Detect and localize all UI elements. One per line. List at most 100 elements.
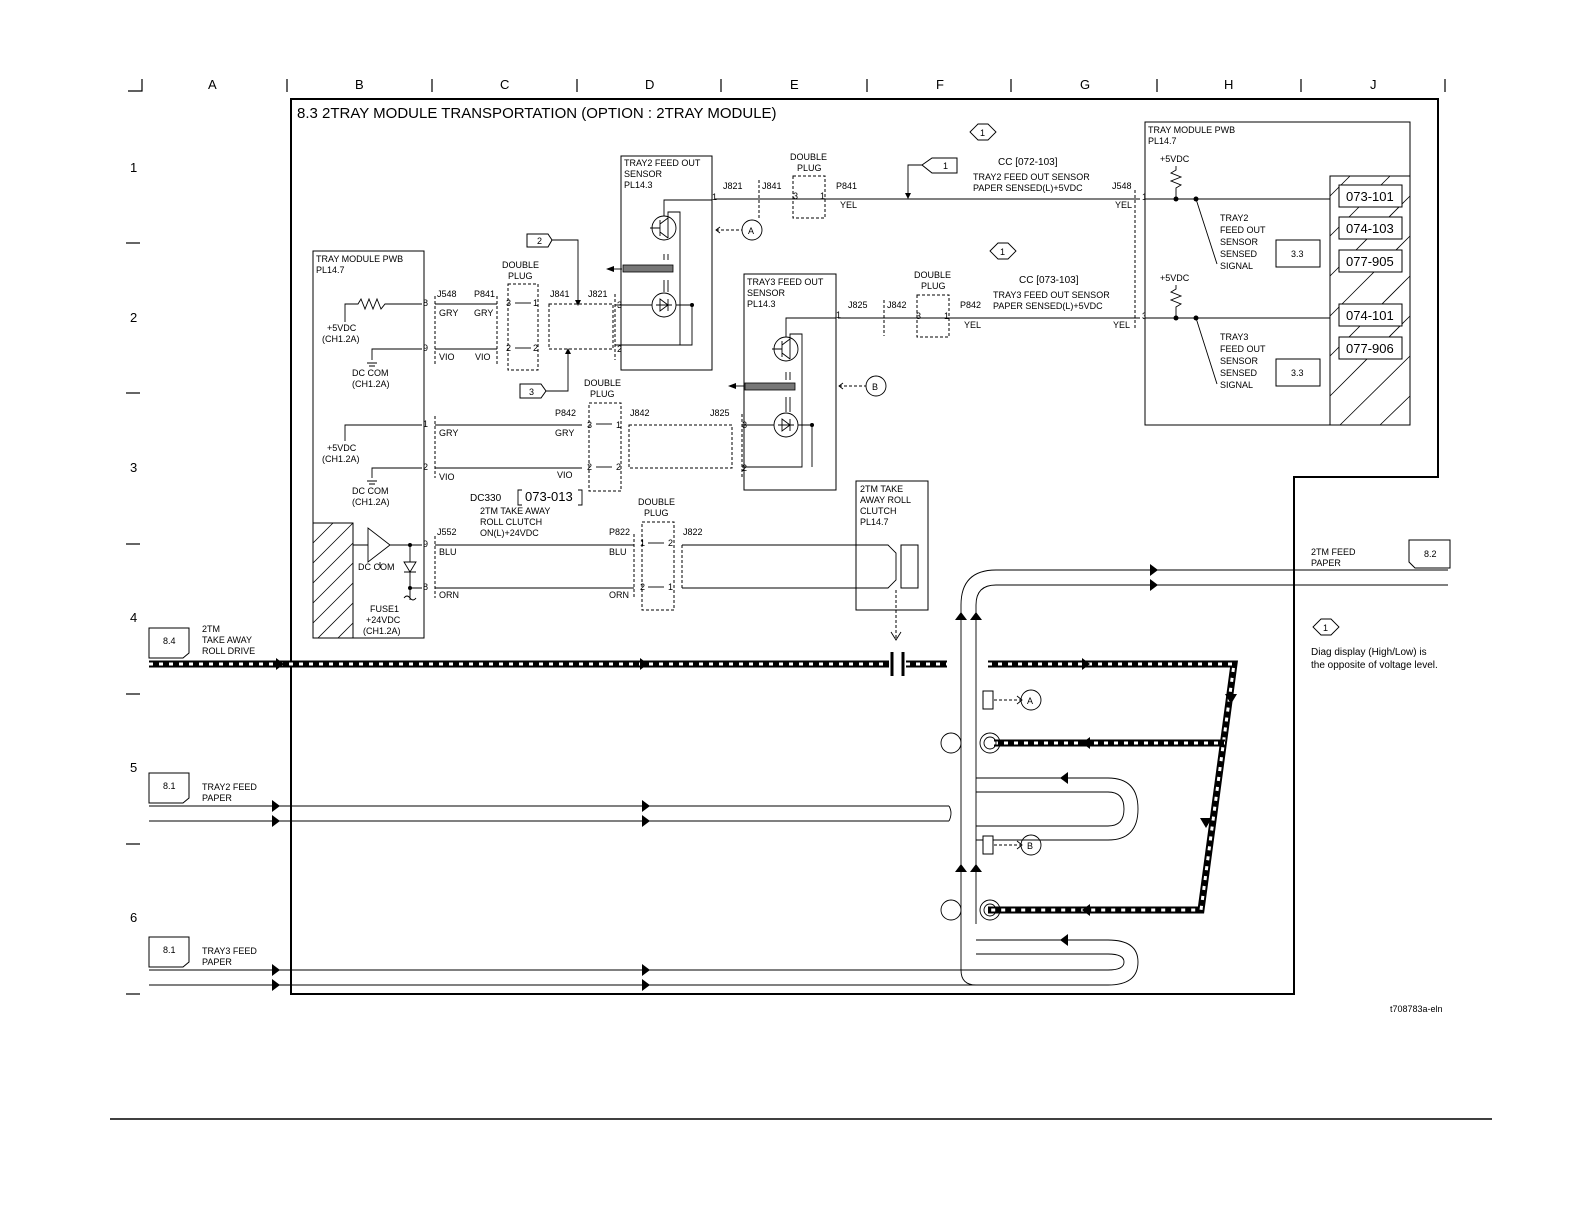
sig3-l1: TRAY3	[1220, 332, 1248, 342]
wire-vio-1: VIO	[439, 352, 455, 362]
left-fuse: FUSE1	[370, 604, 399, 614]
flag-2: 2	[537, 236, 542, 246]
pin-8b: 8	[423, 582, 428, 592]
pin-dp4-1: 1	[944, 311, 949, 321]
wire-vio-4: VIO	[557, 470, 573, 480]
pin-dp2-3: 3	[793, 191, 798, 201]
pin-dp3-2a: 2	[587, 462, 592, 472]
code-5: 077-906	[1346, 341, 1394, 356]
pin-dp5-2b: 2	[640, 582, 645, 592]
sig2-l5: SIGNAL	[1220, 261, 1253, 271]
module-frame	[290, 98, 1439, 995]
cc2-marker: 1	[1000, 247, 1005, 257]
left-dccom-a-ch: (CH1.2A)	[352, 379, 390, 389]
cc1-flag: 1	[943, 161, 948, 171]
pin-dp4-3: 3	[916, 311, 921, 321]
conn-j822: J822	[683, 527, 703, 537]
conn-p822: P822	[609, 527, 630, 537]
tray2feed-l2: PAPER	[202, 793, 232, 803]
tray2-sensor-l2: SENSOR	[624, 169, 663, 179]
page-title: 8.3 2TRAY MODULE TRANSPORTATION (OPTION …	[297, 105, 777, 122]
conn-j825-b: J825	[848, 300, 868, 310]
grid-row-2: 2	[130, 310, 137, 325]
ref-81a: 8.1	[163, 781, 176, 791]
diag-marker: 1	[1323, 623, 1328, 633]
wire-gry-2: GRY	[474, 308, 493, 318]
wire-gry-4: GRY	[555, 428, 574, 438]
left-ch-b: (CH1.2A)	[322, 454, 360, 464]
dp5-l1: DOUBLE	[638, 497, 675, 507]
tray3feed-l2: PAPER	[202, 957, 232, 967]
conn-j821-b: J821	[723, 181, 743, 191]
clutch-l4: PL14.7	[860, 517, 889, 527]
grid-col-h: H	[1224, 77, 1233, 92]
wire-yel-2: YEL	[1115, 200, 1132, 210]
left-dccom-b: DC COM	[352, 486, 389, 496]
grid-row-1: 1	[130, 160, 137, 175]
path-marker-a: A	[1027, 696, 1033, 706]
dp3-l2: PLUG	[590, 389, 615, 399]
dp1-l1: DOUBLE	[502, 260, 539, 270]
wire-yel-1: YEL	[840, 200, 857, 210]
paper-path: A B	[149, 564, 1448, 991]
grid-col-b: B	[355, 77, 364, 92]
marker-a: A	[748, 226, 754, 236]
pin-1a: 1	[423, 419, 428, 429]
references: 8.4 2TM TAKE AWAY ROLL DRIVE 8.1 TRAY2 F…	[148, 539, 1451, 1014]
dc330-code: 073-013	[525, 489, 573, 504]
conn-j842-a: J842	[630, 408, 650, 418]
ref-84: 8.4	[163, 636, 176, 646]
drive-l1: 2TM	[202, 624, 220, 634]
grid-row-5: 5	[130, 760, 137, 775]
tray3feed-l1: TRAY3 FEED	[202, 946, 257, 956]
clutch-desc-1: 2TM TAKE AWAY	[480, 506, 550, 516]
dp2-l2: PLUG	[797, 163, 822, 173]
tray3-sensor-l2: SENSOR	[747, 288, 786, 298]
sig3-l3: SENSOR	[1220, 356, 1259, 366]
right-pwb-title: TRAY MODULE PWB	[1148, 125, 1235, 135]
tray3-sensor-l3: PL14.3	[747, 299, 776, 309]
pin-dp3-2b: 2	[616, 462, 621, 472]
pin-t3-1: 1	[836, 310, 841, 320]
tray3-wiring: GRY VIO GRY VIO P842 DOUBLE PLUG 3 1 2 2…	[434, 190, 1147, 492]
left-pwb: TRAY MODULE PWB PL14.7 +5VDC (CH1.2A) DC…	[312, 250, 428, 639]
sig3-l2: FEED OUT	[1220, 344, 1266, 354]
dp1-l2: PLUG	[508, 271, 533, 281]
right-pwb: TRAY MODULE PWB PL14.7 +5VDC +5VDC TRAY2…	[1144, 121, 1411, 426]
pin-8a: 8	[423, 298, 428, 308]
pin-9a: 9	[423, 343, 428, 353]
conn-j548-r1: J548	[1112, 181, 1132, 191]
left-ch-c: (CH1.2A)	[363, 626, 401, 636]
grid-col-d: D	[645, 77, 654, 92]
left-ch-a: (CH1.2A)	[322, 334, 360, 344]
feed2tm-l2: PAPER	[1311, 558, 1341, 568]
grid-col-e: E	[790, 77, 799, 92]
ref-81b: 8.1	[163, 945, 176, 955]
sig3-l5: SIGNAL	[1220, 380, 1253, 390]
wire-orn-2: ORN	[609, 590, 629, 600]
pin-dp5-1: 1	[640, 538, 645, 548]
conn-j552: J552	[437, 527, 457, 537]
conn-j821-a: J821	[588, 289, 608, 299]
feed2tm-l1: 2TM FEED	[1311, 547, 1356, 557]
sig2-l2: FEED OUT	[1220, 225, 1266, 235]
left-pwb-title: TRAY MODULE PWB	[316, 254, 403, 264]
code-1: 073-101	[1346, 189, 1394, 204]
marker-b: B	[872, 382, 878, 392]
dp5-l2: PLUG	[644, 508, 669, 518]
grid-col-f: F	[936, 77, 944, 92]
wire-gry-3: GRY	[439, 428, 458, 438]
sig3-ref: 3.3	[1291, 368, 1304, 378]
wire-yel-3: YEL	[964, 320, 981, 330]
flag-3: 3	[529, 387, 534, 397]
pin-t2-1: 1	[712, 192, 717, 202]
pin-dp5-1b: 1	[668, 582, 673, 592]
conn-p841: P841	[474, 289, 495, 299]
ref-82: 8.2	[1424, 549, 1437, 559]
cc1-desc1: TRAY2 FEED OUT SENSOR	[973, 172, 1090, 182]
dp4-l1: DOUBLE	[914, 270, 951, 280]
tray2-sensor-l3: PL14.3	[624, 180, 653, 190]
grid-row-3: 3	[130, 460, 137, 475]
sig3-l4: SENSED	[1220, 368, 1258, 378]
conn-p841-b: P841	[836, 181, 857, 191]
